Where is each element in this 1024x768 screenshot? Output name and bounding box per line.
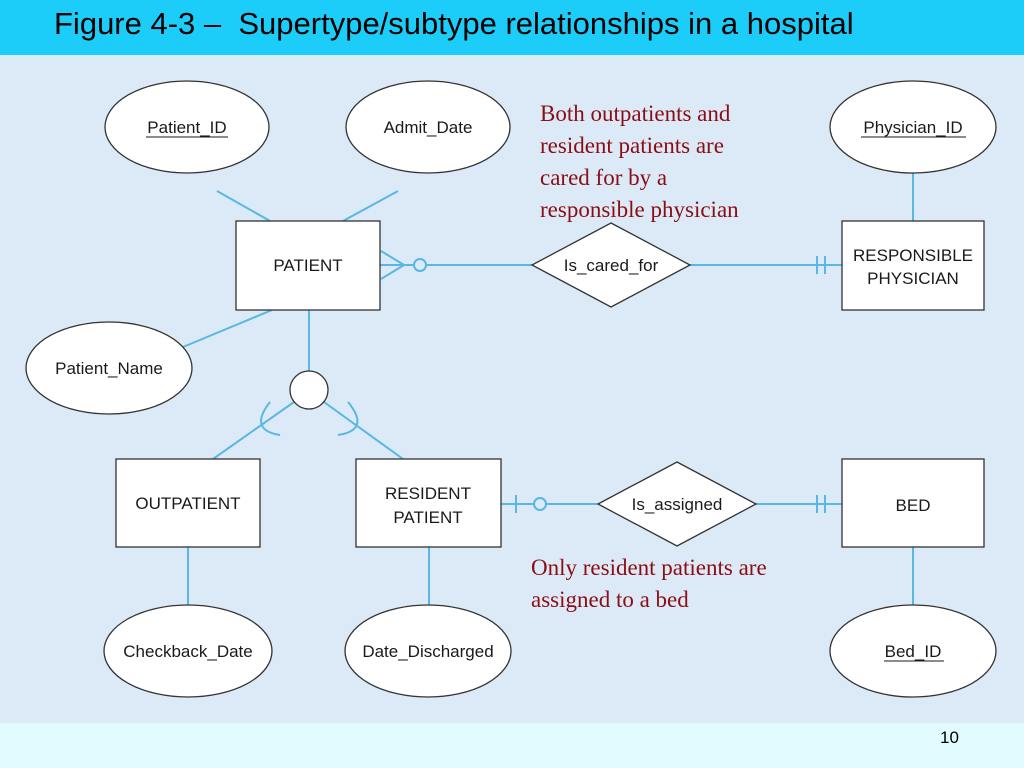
attr-physician-id-label: Physician_ID [863,118,962,137]
note-physician: Both outpatients and resident patients a… [540,98,739,226]
note-physician-line: resident patients are [540,133,724,158]
entity-responsible-physician-label-line1: RESPONSIBLE [853,246,973,265]
attr-date-discharged: Date_Discharged [344,604,512,698]
note-bed-line: assigned to a bed [531,587,689,612]
subtype-arc-left [260,401,281,436]
entity-resident-patient: RESIDENT PATIENT [355,458,502,548]
patient-name-link [182,309,273,348]
entity-resident-patient-label-line2: PATIENT [393,508,462,527]
patient-id-link [216,190,271,222]
entity-patient: PATIENT [235,220,381,311]
outpatient-subtype-line [212,401,295,460]
subtype-circle [289,370,329,410]
relationship-is-assigned-label: Is_assigned [632,495,723,514]
relationship-is-assigned: Is_assigned [596,461,758,547]
note-physician-line: Both outpatients and [540,101,731,126]
attr-patient-name: Patient_Name [25,321,193,415]
entity-responsible-physician: RESPONSIBLE PHYSICIAN [841,220,985,311]
attr-patient-id-label: Patient_ID [147,118,226,137]
attr-admit-date-label: Admit_Date [384,118,473,137]
slide-title: Figure 4-3 – Supertype/subtype relations… [54,6,854,41]
entity-outpatient-label: OUTPATIENT [135,494,240,513]
entity-outpatient: OUTPATIENT [115,458,261,548]
entity-resident-patient-label-line1: RESIDENT [385,484,471,503]
entity-patient-label: PATIENT [273,256,342,275]
relationship-is-cared-for: Is_cared_for [530,222,692,308]
relationship-is-cared-for-label: Is_cared_for [564,256,659,275]
attr-patient-name-label: Patient_Name [55,359,163,378]
note-physician-line: responsible physician [540,197,739,222]
attr-checkback-date-label: Checkback_Date [123,642,252,661]
note-bed: Only resident patients are assigned to a… [531,552,767,616]
mandatory-one-physician [816,256,826,274]
optional-one-resident [515,495,547,513]
attr-checkback-date: Checkback_Date [103,604,273,698]
attr-bed-id: Bed_ID [829,604,997,698]
entity-bed: BED [841,458,985,548]
mandatory-one-bed [816,495,826,513]
note-bed-line: Only resident patients are [531,555,767,580]
note-physician-line: cared for by a [540,165,668,190]
attr-date-discharged-label: Date_Discharged [362,642,493,661]
entity-bed-label: BED [896,496,931,515]
attr-bed-id-label: Bed_ID [885,642,942,661]
crows-foot-optional-many [380,250,427,280]
entity-responsible-physician-label-line2: PHYSICIAN [867,269,959,288]
resident-subtype-line [323,401,404,460]
title-bar: Figure 4-3 – Supertype/subtype relations… [0,0,1024,55]
subtype-arc-right [337,401,359,436]
page-number: 10 [940,728,959,747]
attr-patient-id: Patient_ID [104,80,270,174]
attr-admit-date: Admit_Date [345,80,511,174]
attr-physician-id: Physician_ID [829,80,997,174]
admit-date-link [342,190,399,222]
